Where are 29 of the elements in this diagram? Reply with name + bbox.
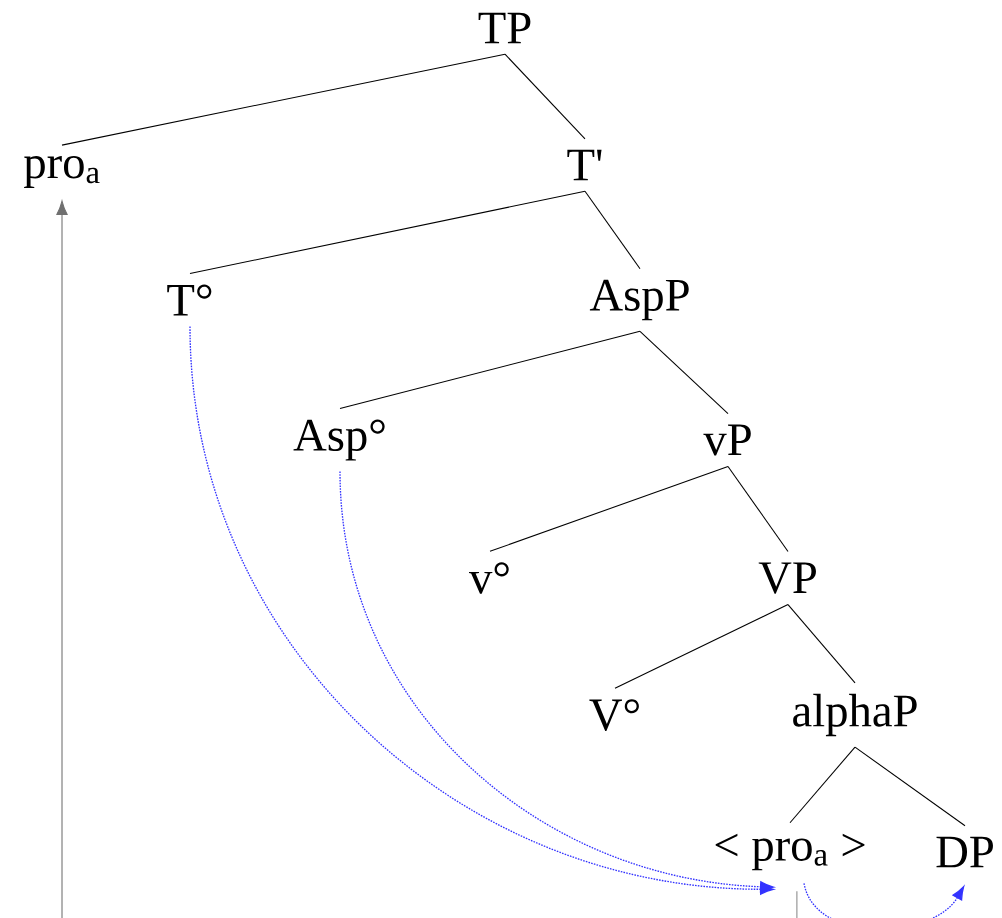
- tree-label: V°: [589, 699, 639, 731]
- branch-line: [61, 53, 506, 146]
- branch-line: [854, 746, 966, 827]
- branch-line: [614, 604, 789, 689]
- branch-line: [787, 604, 856, 684]
- tree-label: pro$_{a}$: [24, 156, 100, 188]
- movement-arrow: [189, 325, 774, 895]
- tree-label: T': [567, 149, 602, 181]
- branch-line: [489, 465, 729, 552]
- movement-arrow: [56, 200, 798, 918]
- branch-line: [639, 330, 729, 415]
- movement-arrow: [803, 882, 965, 918]
- movement-arrow: [339, 470, 774, 893]
- branch-line: [727, 465, 789, 552]
- branch-line: [584, 190, 641, 270]
- branch-line: [339, 330, 641, 410]
- tree-label: v°: [469, 562, 509, 594]
- branch-line: [504, 53, 586, 140]
- tree-label: AspP: [589, 279, 689, 321]
- tree-label: DP: [936, 836, 993, 868]
- tree-label: < pro$_{a}$ >: [715, 833, 865, 871]
- tree-label: Asp°: [293, 419, 385, 461]
- tree-label: alphaP: [793, 693, 917, 737]
- tree-label: VP: [758, 562, 816, 594]
- tree-label: TP: [478, 12, 531, 44]
- branch-line: [789, 746, 856, 824]
- branch-line: [189, 190, 586, 275]
- tree-label: T°: [167, 284, 212, 316]
- tree-label: vP: [703, 424, 751, 456]
